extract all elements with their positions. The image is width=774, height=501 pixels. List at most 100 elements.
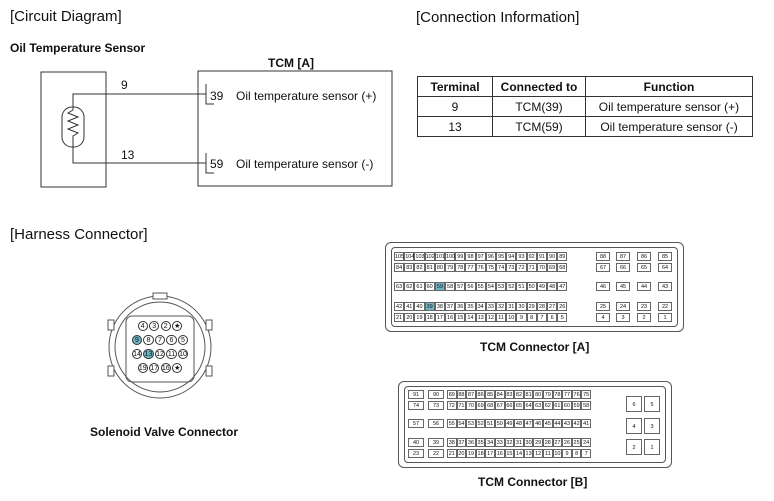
connector-pin: 27 <box>547 302 558 311</box>
connector-pin: 64 <box>523 401 534 410</box>
connector-pin: 103 <box>414 252 425 261</box>
connector-pin: 80 <box>434 263 445 272</box>
connector-pin: 82 <box>514 390 524 399</box>
solenoid-pin: 19 <box>137 362 148 374</box>
connector-pin: 81 <box>424 263 435 272</box>
connector-pin: 13 <box>475 313 486 322</box>
connector-pin: 60 <box>424 282 435 291</box>
connector-pin: 105 <box>394 252 405 261</box>
solenoid-pin: 10 <box>177 348 189 360</box>
connector-pin: 46 <box>533 419 543 428</box>
connector-pin: 70 <box>466 401 476 410</box>
connector-pin: 23 <box>637 302 651 311</box>
connector-pin: 69 <box>475 401 486 410</box>
solenoid-pin: 13 <box>143 348 154 360</box>
connector-pin: 90 <box>428 390 444 399</box>
connector-pin: 3 <box>616 313 630 322</box>
connector-pin: 81 <box>523 390 534 399</box>
connector-pin: 28 <box>543 438 553 447</box>
connector-pin: 20 <box>456 449 467 458</box>
connector-pin: 80 <box>533 390 543 399</box>
sensor-pin-13: 13 <box>121 148 135 162</box>
connector-pin: 59 <box>571 401 582 410</box>
connector-pin: 29 <box>533 438 543 447</box>
connector-pin: 4 <box>626 418 642 434</box>
connector-pin: 68 <box>557 263 568 272</box>
solenoid-pin: 3 <box>149 320 160 332</box>
connector-pin: 13 <box>523 449 534 458</box>
table-row: 9 TCM(39) Oil temperature sensor (+) <box>417 96 753 117</box>
connector-pin: 93 <box>516 252 527 261</box>
tcm-fn-39: Oil temperature sensor (+) <box>236 89 377 103</box>
connector-pin: 82 <box>414 263 425 272</box>
connector-pin: 66 <box>616 263 630 272</box>
connector-pin: 16 <box>495 449 505 458</box>
connector-pin: 100 <box>445 252 456 261</box>
connector-pin: 11 <box>496 313 507 322</box>
connector-pin: 11 <box>543 449 553 458</box>
connector-pin: 42 <box>571 419 582 428</box>
connector-pin: 56 <box>428 419 444 428</box>
connector-pin: 79 <box>445 263 456 272</box>
connector-pin: 19 <box>414 313 425 322</box>
connector-pin: 7 <box>536 313 547 322</box>
connector-pin: 41 <box>404 302 415 311</box>
tcm-connector-b-outline <box>398 381 672 468</box>
connector-pin: 34 <box>485 438 495 447</box>
solenoid-pin: 8 <box>143 334 154 346</box>
connector-pin: 66 <box>504 401 515 410</box>
connector-pin: 71 <box>456 401 467 410</box>
harness-connector-title: [Harness Connector] <box>10 226 148 243</box>
connector-pin: 9 <box>516 313 527 322</box>
connector-pin: 21 <box>394 313 405 322</box>
connector-pin: 48 <box>547 282 558 291</box>
connector-pin: 52 <box>475 419 486 428</box>
connector-pin: 64 <box>658 263 672 272</box>
connector-pin: 14 <box>465 313 476 322</box>
connector-pin: 25 <box>596 302 610 311</box>
solenoid-pin: 7 <box>154 334 166 346</box>
connector-pin: 30 <box>523 438 534 447</box>
connector-pin: 1 <box>644 439 660 455</box>
connector-pin: 22 <box>658 302 672 311</box>
solenoid-pin: ★ <box>172 362 183 374</box>
connector-pin: 67 <box>596 263 610 272</box>
connector-pin: 67 <box>495 401 505 410</box>
connector-pin: 63 <box>533 401 543 410</box>
connector-pin: 76 <box>571 390 582 399</box>
connector-pin: 90 <box>547 252 558 261</box>
connector-pin: 85 <box>485 390 495 399</box>
solenoid-connector-label: Solenoid Valve Connector <box>90 425 239 439</box>
connector-pin: 78 <box>455 263 466 272</box>
connector-pin: 29 <box>526 302 537 311</box>
connector-pin: 58 <box>445 282 456 291</box>
connector-pin: 19 <box>466 449 476 458</box>
connector-pin: 84 <box>394 263 405 272</box>
connector-pin: 27 <box>552 438 563 447</box>
connector-pin: 50 <box>526 282 537 291</box>
table-cell: Oil temperature sensor (+) <box>585 96 753 117</box>
solenoid-pin: ★ <box>172 320 183 332</box>
connector-pin: 65 <box>514 401 524 410</box>
connector-pin: 21 <box>447 449 457 458</box>
connector-pin: 31 <box>506 302 517 311</box>
connector-pin: 47 <box>557 282 568 291</box>
connector-pin: 38 <box>434 302 445 311</box>
connector-pin: 17 <box>485 449 495 458</box>
connector-pin: 91 <box>536 252 547 261</box>
connector-pin: 30 <box>516 302 527 311</box>
connector-pin: 76 <box>475 263 486 272</box>
connector-pin: 39 <box>428 438 444 447</box>
solenoid-pin: 14 <box>131 348 143 360</box>
connector-pin: 33 <box>495 438 505 447</box>
connector-pin: 97 <box>475 252 486 261</box>
tcm-a-label: TCM [A] <box>268 56 314 70</box>
connector-pin: 83 <box>504 390 515 399</box>
connector-pin: 62 <box>404 282 415 291</box>
connector-pin: 102 <box>424 252 435 261</box>
tcm-connector-a-label: TCM Connector [A] <box>480 340 590 354</box>
connector-pin: 43 <box>562 419 572 428</box>
connector-pin: 51 <box>516 282 527 291</box>
connector-pin: 54 <box>485 282 496 291</box>
connector-pin: 18 <box>475 449 486 458</box>
